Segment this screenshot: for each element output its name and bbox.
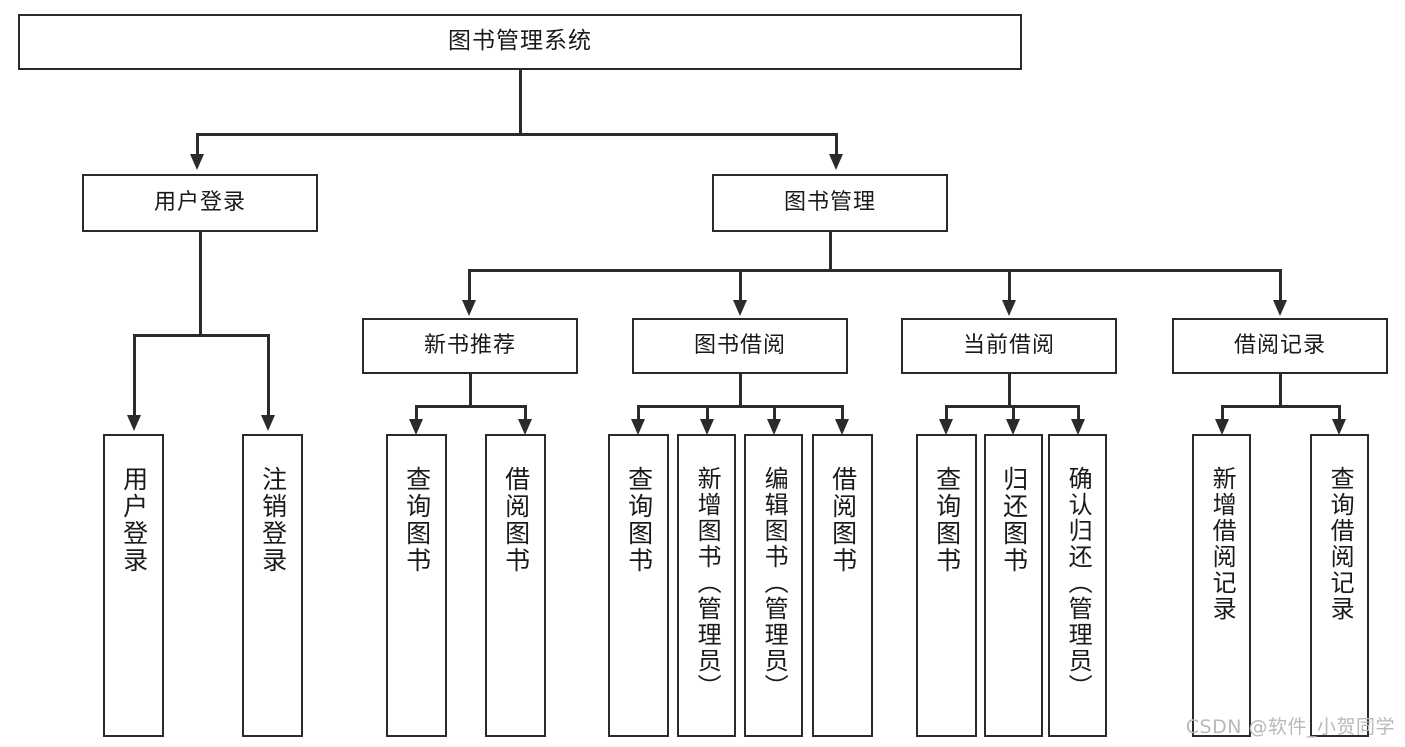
connector-book-borrow-bar xyxy=(637,405,842,408)
node-book-borrow[interactable]: 图书借阅 xyxy=(632,318,848,374)
connector-new-book-rec-to-leaf-1 xyxy=(415,405,418,421)
node-label: 查询图书 xyxy=(932,466,962,574)
connector-book-manage-bar xyxy=(468,269,1280,272)
arrowhead-current-borrow-leaf-3 xyxy=(1071,419,1085,435)
arrowhead-user-login-to-leaf-1 xyxy=(127,415,141,431)
leaf-add-book-admin[interactable]: 新增图书（管理员） xyxy=(677,434,736,737)
connector-book-borrow-to-leaf-1 xyxy=(637,405,640,421)
connector-borrow-record-stem xyxy=(1279,374,1282,406)
node-label: 查询图书 xyxy=(402,466,432,574)
connector-current-borrow-to-leaf-1 xyxy=(945,405,948,421)
arrowhead-root-to-user-login xyxy=(190,154,204,170)
arrowhead-current-borrow-leaf-1 xyxy=(939,419,953,435)
connector-book-borrow-to-leaf-2 xyxy=(706,405,709,421)
arrowhead-to-book-borrow xyxy=(733,300,747,316)
connector-current-borrow-stem xyxy=(1008,374,1011,406)
leaf-user-logout[interactable]: 注销登录 xyxy=(242,434,303,737)
node-root-book-management-system[interactable]: 图书管理系统 xyxy=(18,14,1022,70)
node-label: 借阅图书 xyxy=(501,466,531,574)
node-new-book-recommend[interactable]: 新书推荐 xyxy=(362,318,578,374)
connector-current-borrow-to-leaf-2 xyxy=(1012,405,1015,421)
leaf-query-borrow-record[interactable]: 查询借阅记录 xyxy=(1310,434,1369,737)
leaf-edit-book-admin[interactable]: 编辑图书（管理员） xyxy=(744,434,803,737)
connector-book-manage-stem xyxy=(829,232,832,271)
node-label: 新书推荐 xyxy=(423,333,516,359)
arrowhead-to-borrow-record xyxy=(1273,300,1287,316)
leaf-query-book-recommend[interactable]: 查询图书 xyxy=(386,434,447,737)
connector-book-borrow-to-leaf-3 xyxy=(773,405,776,421)
node-label: 借阅图书 xyxy=(828,466,858,574)
node-label: 归还图书 xyxy=(999,466,1029,574)
node-label: 当前借阅 xyxy=(962,333,1055,359)
connector-root-bar xyxy=(196,133,837,136)
node-label: 确认归还（管理员） xyxy=(1064,466,1093,700)
connector-current-borrow-to-leaf-3 xyxy=(1077,405,1080,421)
leaf-borrow-book-recommend[interactable]: 借阅图书 xyxy=(485,434,546,737)
connector-user-login-bar xyxy=(133,334,267,337)
arrowhead-current-borrow-leaf-2 xyxy=(1006,419,1020,435)
arrowhead-to-current-borrow xyxy=(1002,300,1016,316)
leaf-return-book[interactable]: 归还图书 xyxy=(984,434,1043,737)
node-label: 图书管理系统 xyxy=(448,28,592,55)
node-borrow-record[interactable]: 借阅记录 xyxy=(1172,318,1388,374)
node-user-login[interactable]: 用户登录 xyxy=(82,174,318,232)
connector-root-to-user-login xyxy=(196,133,199,156)
arrowhead-book-borrow-leaf-3 xyxy=(767,419,781,435)
leaf-confirm-return-admin[interactable]: 确认归还（管理员） xyxy=(1048,434,1107,737)
arrowhead-borrow-record-leaf-1 xyxy=(1215,419,1229,435)
leaf-borrow-book[interactable]: 借阅图书 xyxy=(812,434,873,737)
connector-borrow-record-to-leaf-2 xyxy=(1338,405,1341,421)
connector-user-login-stem xyxy=(199,232,202,335)
connector-user-login-to-leaf-1 xyxy=(133,334,136,417)
connector-new-book-rec-to-leaf-2 xyxy=(524,405,527,421)
connector-book-manage-to-new-book-rec xyxy=(468,269,471,302)
node-label: 查询借阅记录 xyxy=(1326,466,1355,622)
arrowhead-book-borrow-leaf-1 xyxy=(631,419,645,435)
node-label: 图书借阅 xyxy=(693,333,786,359)
leaf-user-login[interactable]: 用户登录 xyxy=(103,434,164,737)
node-current-borrow[interactable]: 当前借阅 xyxy=(901,318,1117,374)
arrowhead-to-new-book-rec xyxy=(462,300,476,316)
arrowhead-new-book-rec-leaf-1 xyxy=(409,419,423,435)
node-label: 查询图书 xyxy=(624,466,654,574)
connector-borrow-record-to-leaf-1 xyxy=(1221,405,1224,421)
node-label: 用户登录 xyxy=(153,190,246,216)
connector-new-book-rec-stem xyxy=(469,374,472,406)
connector-book-manage-to-book-borrow xyxy=(739,269,742,302)
arrowhead-borrow-record-leaf-2 xyxy=(1332,419,1346,435)
arrowhead-book-borrow-leaf-4 xyxy=(835,419,849,435)
connector-current-borrow-bar xyxy=(945,405,1078,408)
arrowhead-root-to-book-manage xyxy=(829,154,843,170)
arrowhead-book-borrow-leaf-2 xyxy=(700,419,714,435)
connector-book-manage-to-current-borrow xyxy=(1008,269,1011,302)
connector-root-to-book-manage xyxy=(835,133,838,156)
connector-root-stem xyxy=(519,70,522,134)
connector-borrow-record-bar xyxy=(1221,405,1339,408)
leaf-query-book-current[interactable]: 查询图书 xyxy=(916,434,977,737)
leaf-query-book-borrow[interactable]: 查询图书 xyxy=(608,434,669,737)
arrowhead-user-login-to-leaf-2 xyxy=(261,415,275,431)
connector-book-borrow-to-leaf-4 xyxy=(841,405,844,421)
node-label: 用户登录 xyxy=(119,466,149,574)
node-label: 借阅记录 xyxy=(1233,333,1326,359)
arrowhead-new-book-rec-leaf-2 xyxy=(518,419,532,435)
connector-new-book-rec-bar xyxy=(415,405,525,408)
connector-book-borrow-stem xyxy=(739,374,742,406)
connector-user-login-to-leaf-2 xyxy=(267,334,270,417)
connector-book-manage-to-borrow-record xyxy=(1279,269,1282,302)
node-book-management[interactable]: 图书管理 xyxy=(712,174,948,232)
node-label: 编辑图书（管理员） xyxy=(760,466,789,700)
node-label: 注销登录 xyxy=(258,466,288,574)
node-label: 新增借阅记录 xyxy=(1208,466,1237,622)
leaf-add-borrow-record[interactable]: 新增借阅记录 xyxy=(1192,434,1251,737)
node-label: 图书管理 xyxy=(783,190,876,216)
node-label: 新增图书（管理员） xyxy=(693,466,722,700)
